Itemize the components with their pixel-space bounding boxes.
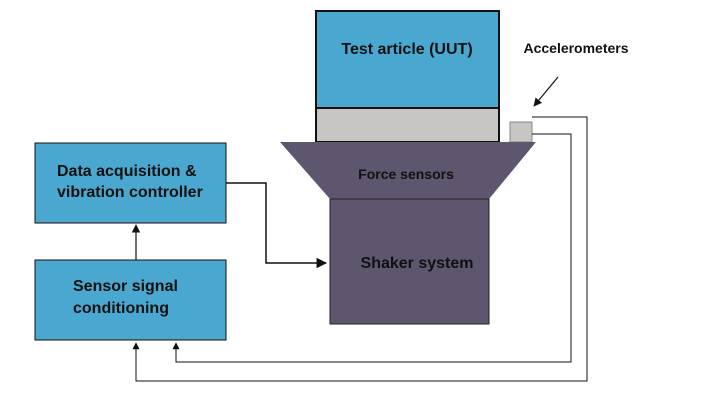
force-sensor-signal-cable	[172, 133, 572, 363]
shaker-system-label: Shaker system	[361, 255, 474, 272]
accelerometers-label: Accelerometers	[523, 40, 628, 56]
fixture-plate	[315, 107, 500, 143]
daq-controller-label-line1: Data acquisition &	[57, 163, 197, 180]
accelerometer-sensor	[509, 121, 533, 143]
force-sensors-funnel	[280, 142, 536, 199]
force-sensors-label: Force sensors	[358, 166, 454, 182]
daq-controller-label-line2: vibration controller	[57, 184, 203, 201]
daq-to-shaker-drive-line	[226, 182, 328, 269]
signal-conditioning-block	[34, 259, 227, 341]
accelerometers-pointer-arrow	[533, 76, 559, 107]
accelerometer-signal-cable	[132, 116, 588, 382]
test-article-block	[315, 10, 500, 109]
shaker-system-block	[329, 198, 490, 325]
daq-controller-block	[34, 142, 227, 224]
signal-conditioning-label-line1: Sensor signal	[73, 278, 178, 295]
signal-conditioning-label-line2: conditioning	[73, 300, 169, 317]
test-article-label: Test article (UUT)	[341, 41, 472, 58]
